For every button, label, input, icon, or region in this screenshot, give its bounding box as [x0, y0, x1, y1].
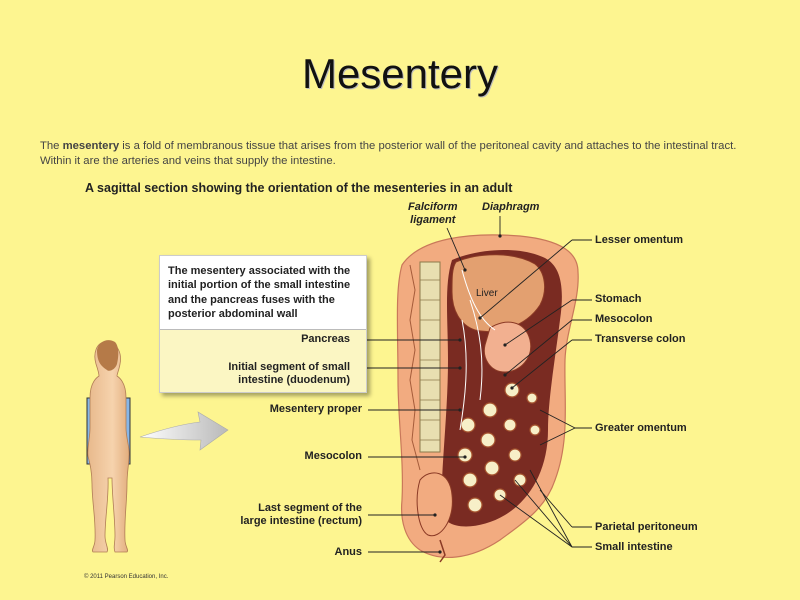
callout-text: The mesentery associated with the initia…: [168, 265, 351, 320]
label-stomach: Stomach: [595, 293, 642, 305]
label-mesentery-proper: Mesentery proper: [269, 403, 362, 415]
label-diaphragm: Diaphragm: [482, 201, 540, 213]
copyright-notice: © 2011 Pearson Education, Inc.: [84, 574, 169, 580]
callout-box: The mesentery associated with the initia…: [159, 255, 367, 393]
label-duodenum: Initial segment of small intestine (duod…: [228, 361, 350, 386]
slide-title: Mesentery: [301, 50, 499, 97]
figure-caption: A sagittal section showing the orientati…: [85, 181, 513, 195]
leader-lines: [355, 216, 592, 553]
label-pancreas: Pancreas: [301, 333, 350, 345]
label-transverse-colon: Transverse colon: [595, 333, 686, 345]
intro-pre: The: [40, 140, 63, 152]
label-falciform-ligament: Falciform ligament: [408, 201, 458, 226]
arrow-icon: [139, 411, 229, 451]
label-mesocolon-right: Mesocolon: [595, 313, 653, 325]
label-lesser-omentum: Lesser omentum: [595, 234, 684, 246]
intro-paragraph: The mesentery is a fold of membranous ti…: [40, 139, 770, 169]
abdomen-section: [396, 234, 579, 563]
callout-divider: [160, 329, 366, 330]
callout-lower-panel: [160, 330, 366, 392]
intro-post: is a fold of membranous tissue that aris…: [40, 140, 737, 167]
label-liver: Liver: [476, 288, 498, 299]
label-greater-omentum: Greater omentum: [595, 422, 687, 434]
label-parietal-peritoneum: Parietal peritoneum: [595, 521, 698, 533]
label-mesocolon-left: Mesocolon: [304, 450, 362, 462]
label-anus: Anus: [334, 546, 363, 558]
label-rectum: Last segment of the large intestine (rec…: [240, 502, 362, 527]
intro-bold-term: mesentery: [62, 140, 120, 152]
label-small-intestine: Small intestine: [595, 541, 673, 553]
human-figure-icon: [86, 340, 131, 553]
